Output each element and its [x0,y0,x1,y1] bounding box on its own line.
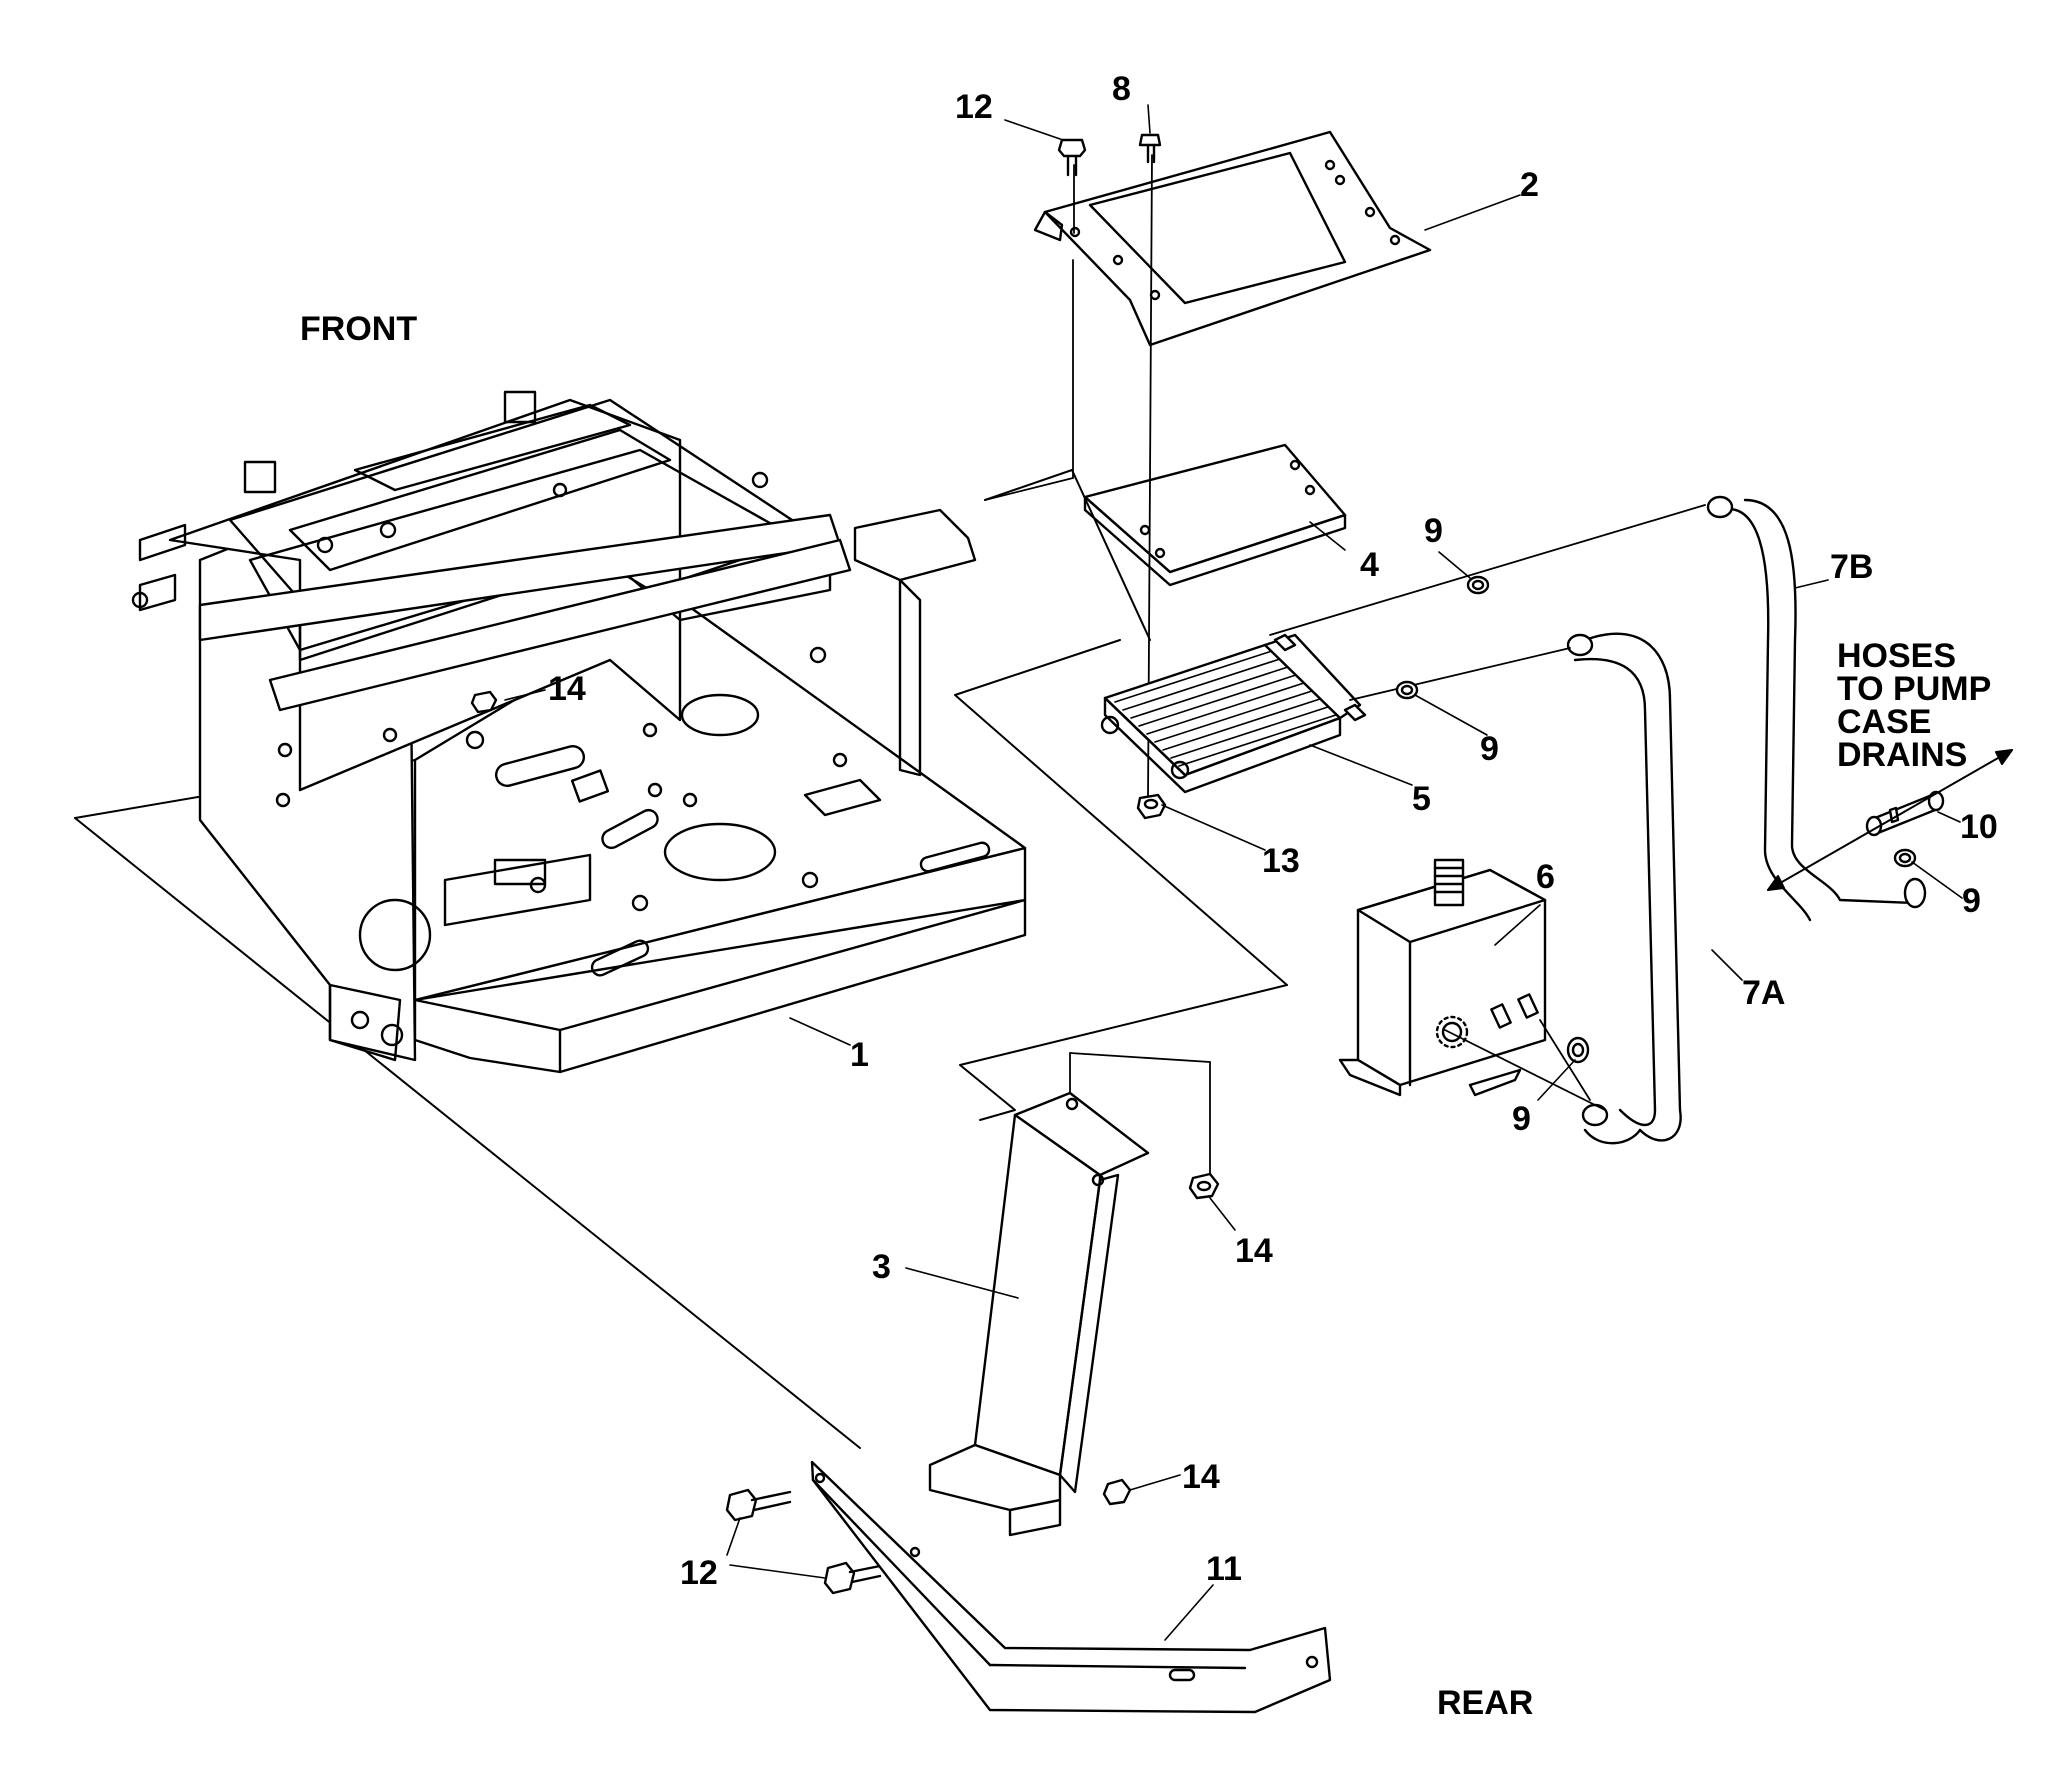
clamp-9-d [1566,1036,1590,1064]
rear-label: REAR [1437,1684,1533,1722]
callout-7a: 7A [1742,974,1785,1012]
callout-8: 8 [1112,70,1131,108]
mounting-plane-lines [74,469,1288,1449]
bolt-12-lower-b [823,1561,882,1595]
note-line-3: CASE [1837,703,1931,741]
nut-14-lower [1102,1478,1132,1506]
support-bracket [928,1091,1150,1537]
rear-brace-bar [810,1460,1332,1714]
callout-9-a: 9 [1424,512,1443,550]
tee-fitting [1865,790,1945,837]
callout-12-top: 12 [955,88,993,126]
callout-5: 5 [1412,780,1431,818]
leader-lines [504,104,1963,1641]
drain-direction-arrows [1767,749,2013,891]
callout-labels: 12 8 2 4 9 7B 9 5 13 10 9 6 7A 9 1 14 14… [548,70,1998,1592]
callout-12-lower: 12 [680,1554,718,1592]
callout-14-frame: 14 [548,670,586,708]
screw-8 [1138,133,1162,164]
callout-9-d: 9 [1512,1100,1531,1138]
hose-7b [1706,495,1927,922]
callout-10: 10 [1960,808,1998,846]
callout-4: 4 [1360,546,1379,584]
nut-14-frame [470,690,498,714]
hose-connection-lines [1269,504,1706,1111]
clamp-9-a [1466,575,1490,595]
callout-9-c: 9 [1962,882,1981,920]
callout-2: 2 [1520,166,1539,204]
bolt-12-lower-a [725,1488,792,1522]
callout-11: 11 [1206,1550,1242,1588]
main-frame [131,390,1027,1074]
callout-6: 6 [1536,858,1555,896]
clamp-9-c [1893,848,1917,868]
hoses-note: HOSES TO PUMP CASE DRAINS [1837,637,1991,774]
front-label: FRONT [300,310,417,348]
callout-14-bracket: 14 [1235,1232,1273,1270]
note-line-2: TO PUMP [1837,670,1991,708]
callout-14-lower: 14 [1182,1458,1220,1496]
clamp-9-b [1395,680,1419,700]
oil-cooler [1100,633,1367,794]
note-line-1: HOSES [1837,637,1956,675]
callout-3: 3 [872,1248,891,1286]
nut-13 [1136,793,1167,820]
callout-9-b: 9 [1480,730,1499,768]
bolt-12-top [1057,138,1087,177]
top-mounting-plate [1033,130,1432,347]
callout-13: 13 [1262,842,1300,880]
nut-14-bracket [1188,1172,1220,1200]
callout-7b: 7B [1830,548,1873,586]
callout-1: 1 [850,1036,869,1074]
reservoir-tank [1338,858,1547,1097]
spacer-plate [1083,443,1347,587]
hose-7a [1566,632,1682,1145]
note-line-4: DRAINS [1837,736,1967,774]
